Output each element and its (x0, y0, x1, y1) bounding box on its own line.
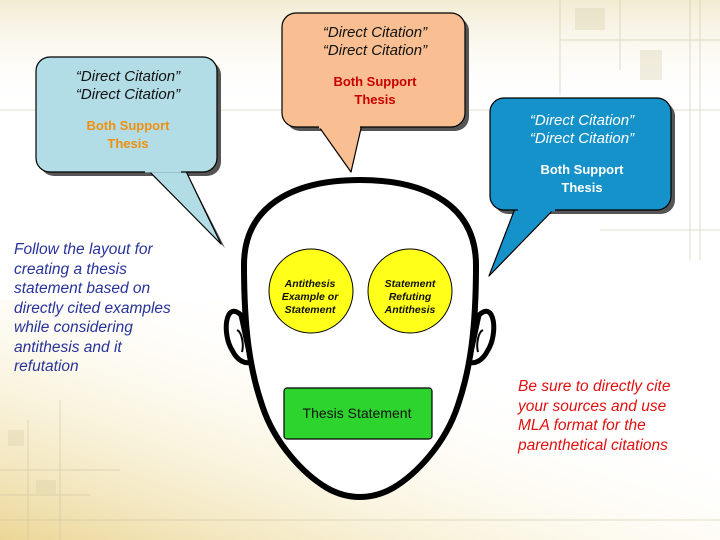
citation-1: “Direct Citation” (529, 112, 635, 129)
support-line-2: Thesis (354, 92, 396, 107)
instruction-note-left: Follow the layout for creating a thesis … (14, 241, 171, 375)
label-line: Antithesis (384, 304, 436, 316)
citation-1: “Direct Citation” (322, 24, 428, 41)
support-line-1: Both Support (540, 162, 624, 177)
speech-bubble-left (35, 56, 225, 248)
right-ear (466, 309, 497, 366)
label-line: Statement (284, 304, 336, 316)
citation-1: “Direct Citation” (75, 68, 181, 85)
antithesis-circle (268, 248, 354, 334)
antithesis-label: Antithesis Example or Statement (272, 278, 348, 317)
left-ear (223, 309, 254, 366)
citation-2: “Direct Citation” (322, 42, 428, 59)
label-line: Statement (384, 278, 436, 290)
refutation-label: Statement Refuting Antithesis (367, 278, 453, 317)
face-shape (240, 176, 480, 500)
label-line: Example or (281, 291, 339, 303)
speech-bubble-right (488, 97, 675, 277)
support-line-2: Thesis (561, 180, 603, 195)
bubble-left-text: “Direct Citation” “Direct Citation” Both… (40, 68, 216, 152)
bubble-right-text: “Direct Citation” “Direct Citation” Both… (494, 112, 670, 196)
speech-bubble-center (281, 12, 469, 173)
support-line-1: Both Support (86, 118, 170, 133)
label-line: Antithesis (284, 278, 336, 290)
thesis-box (283, 387, 433, 440)
instruction-note-right: Be sure to directly cite your sources an… (518, 378, 671, 454)
bubble-center-text: “Direct Citation” “Direct Citation” Both… (286, 24, 464, 108)
thesis-statement-label: Thesis Statement (302, 405, 412, 421)
head-outline (223, 176, 497, 500)
refutation-circle (367, 248, 453, 334)
citation-2: “Direct Citation” (529, 130, 635, 147)
label-line: Refuting (388, 291, 432, 303)
support-line-2: Thesis (107, 136, 149, 151)
citation-2: “Direct Citation” (75, 86, 181, 103)
support-line-1: Both Support (333, 74, 417, 89)
